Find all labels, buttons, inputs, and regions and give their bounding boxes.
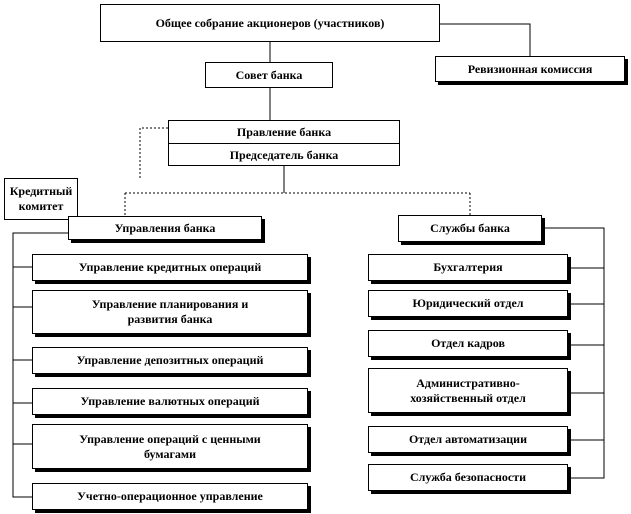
service-item-text: Отдел автоматизации (408, 432, 528, 446)
department-item-text: Управление операций с ценными (79, 431, 261, 446)
service-item-automation: Отдел автоматизации (368, 426, 568, 453)
department-item-text: Управление кредитных операций (78, 260, 262, 274)
service-item-security: Служба безопасности (368, 464, 568, 491)
service-item-accounting: Бухгалтерия (368, 254, 568, 281)
department-item-deposit: Управление депозитных операций (32, 347, 308, 374)
service-item-admin: Административно- хозяйственный отдел (368, 368, 568, 413)
audit-commission-box: Ревизионная комиссия (435, 56, 625, 82)
department-item-text: Управление депозитных операций (76, 353, 264, 367)
service-item-text: Отдел кадров (431, 336, 505, 350)
service-item-text: Служба безопасности (410, 470, 526, 484)
department-item-text: бумагами (143, 446, 196, 461)
departments-title-box: Управления банка (68, 216, 262, 240)
department-item-text: Управление планирования и (91, 297, 249, 311)
general-meeting-box: Общее собрание акционеров (участников) (100, 4, 440, 42)
credit-committee-box: Кредитный комитет (4, 178, 78, 220)
department-item-accounting-operations: Учетно-операционное управление (32, 483, 308, 510)
services-title-box: Службы банка (398, 215, 542, 242)
service-item-text: Административно- (416, 375, 520, 390)
department-item-text: Учетно-операционное управление (77, 489, 263, 503)
department-item-credit: Управление кредитных операций (32, 254, 308, 281)
department-item-securities: Управление операций с ценными бумагами (32, 424, 308, 469)
service-item-text: Бухгалтерия (433, 260, 503, 274)
service-item-text: хозяйственный отдел (410, 390, 526, 405)
department-item-text: Управление валютных операций (80, 394, 260, 408)
service-item-legal: Юридический отдел (368, 290, 568, 317)
service-item-hr: Отдел кадров (368, 330, 568, 357)
chairman-label: Председатель банка (229, 147, 339, 162)
management-board-box: Правление банка Председатель банка (168, 120, 400, 166)
bank-council-box: Совет банка (205, 62, 333, 88)
department-item-planning: Управление планирования и развития банка (32, 290, 308, 334)
department-item-text: развития банка (127, 312, 213, 326)
credit-committee-line-1: Кредитный (9, 184, 73, 198)
department-item-currency: Управление валютных операций (32, 388, 308, 415)
service-item-text: Юридический отдел (412, 296, 524, 310)
management-board-label: Правление банка (169, 121, 399, 144)
credit-committee-line-2: комитет (18, 199, 64, 213)
